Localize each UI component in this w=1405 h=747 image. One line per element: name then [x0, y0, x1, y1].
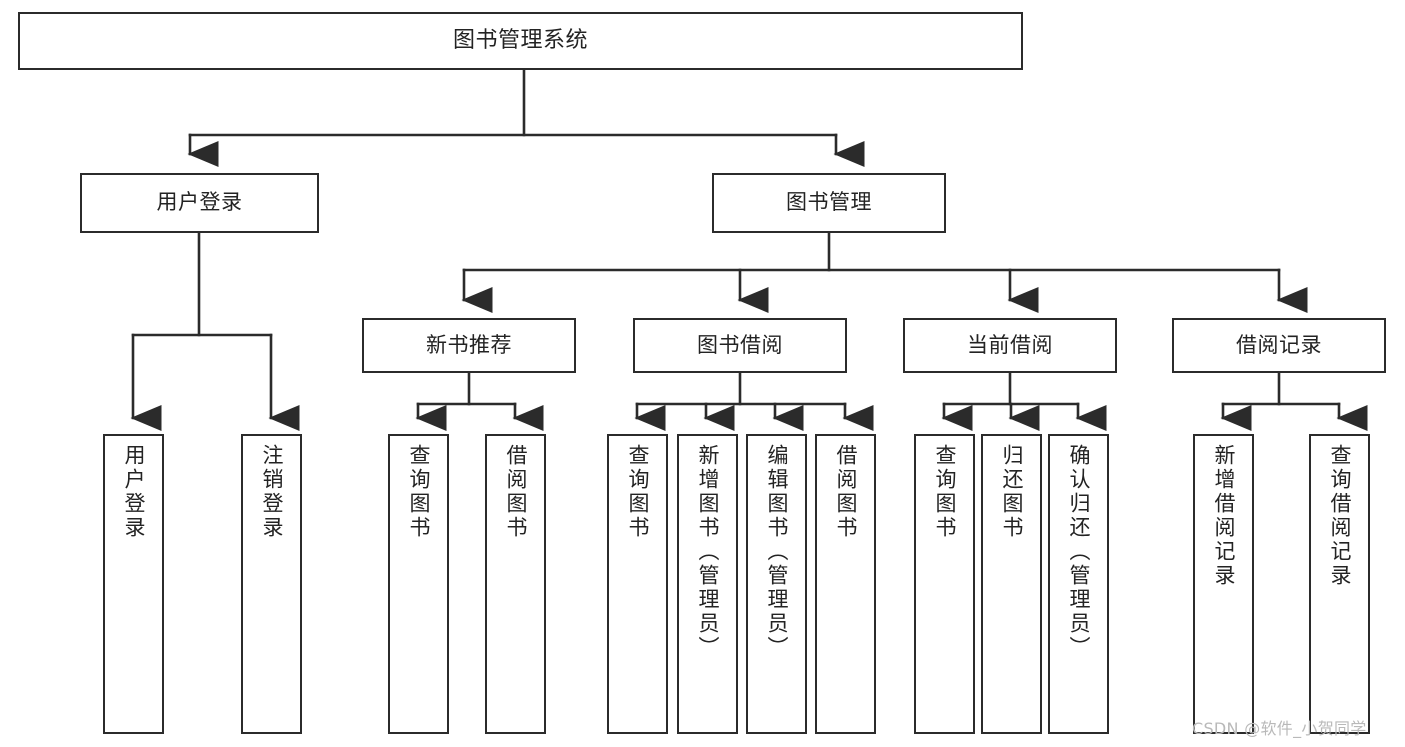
node-label: 用户登录 [122, 444, 146, 540]
leaf-borrow-book-recommend[interactable]: 借阅图书 [485, 434, 546, 734]
node-label: 图书管理 [786, 190, 872, 215]
leaf-logout-login[interactable]: 注销登录 [241, 434, 302, 734]
node-user-login[interactable]: 用户登录 [80, 173, 319, 233]
node-borrow-record[interactable]: 借阅记录 [1172, 318, 1386, 373]
leaf-add-book-admin[interactable]: 新增图书（管理员） [677, 434, 738, 734]
node-label: 当前借阅 [967, 332, 1053, 357]
node-label: 图书借阅 [697, 332, 783, 357]
leaf-edit-book-admin[interactable]: 编辑图书（管理员） [746, 434, 807, 734]
node-new-book-recommend[interactable]: 新书推荐 [362, 318, 576, 373]
leaf-user-login[interactable]: 用户登录 [103, 434, 164, 734]
leaf-query-book-borrow[interactable]: 查询图书 [607, 434, 668, 734]
node-label: 借阅图书 [834, 444, 858, 540]
leaf-query-borrow-record[interactable]: 查询借阅记录 [1309, 434, 1370, 734]
node-label: 注销登录 [260, 444, 284, 540]
node-label: 图书管理系统 [452, 27, 588, 53]
node-label: 用户登录 [156, 190, 243, 215]
leaf-borrow-book[interactable]: 借阅图书 [815, 434, 876, 734]
node-label: 新书推荐 [426, 332, 512, 357]
node-root-book-management-system[interactable]: 图书管理系统 [18, 12, 1023, 70]
node-book-borrow[interactable]: 图书借阅 [633, 318, 847, 373]
node-label: 查询图书 [933, 444, 957, 540]
leaf-confirm-return-admin[interactable]: 确认归还（管理员） [1048, 434, 1109, 734]
leaf-return-book[interactable]: 归还图书 [981, 434, 1042, 734]
node-label: 编辑图书（管理员） [765, 444, 789, 660]
node-label: 借阅记录 [1236, 332, 1322, 357]
leaf-query-book-current[interactable]: 查询图书 [914, 434, 975, 734]
node-label: 确认归还（管理员） [1067, 444, 1091, 660]
node-label: 新增图书（管理员） [696, 444, 720, 660]
leaf-query-book-recommend[interactable]: 查询图书 [388, 434, 449, 734]
node-label: 新增借阅记录 [1212, 444, 1236, 588]
node-label: 查询借阅记录 [1328, 444, 1352, 588]
leaf-add-borrow-record[interactable]: 新增借阅记录 [1193, 434, 1254, 734]
node-label: 查询图书 [626, 444, 650, 540]
csdn-watermark: CSDN @软件_小贺同学 [1192, 719, 1367, 738]
node-label: 归还图书 [1000, 444, 1024, 540]
node-label: 查询图书 [407, 444, 431, 540]
node-current-borrow[interactable]: 当前借阅 [903, 318, 1117, 373]
node-label: 借阅图书 [504, 444, 528, 540]
node-book-management[interactable]: 图书管理 [712, 173, 946, 233]
